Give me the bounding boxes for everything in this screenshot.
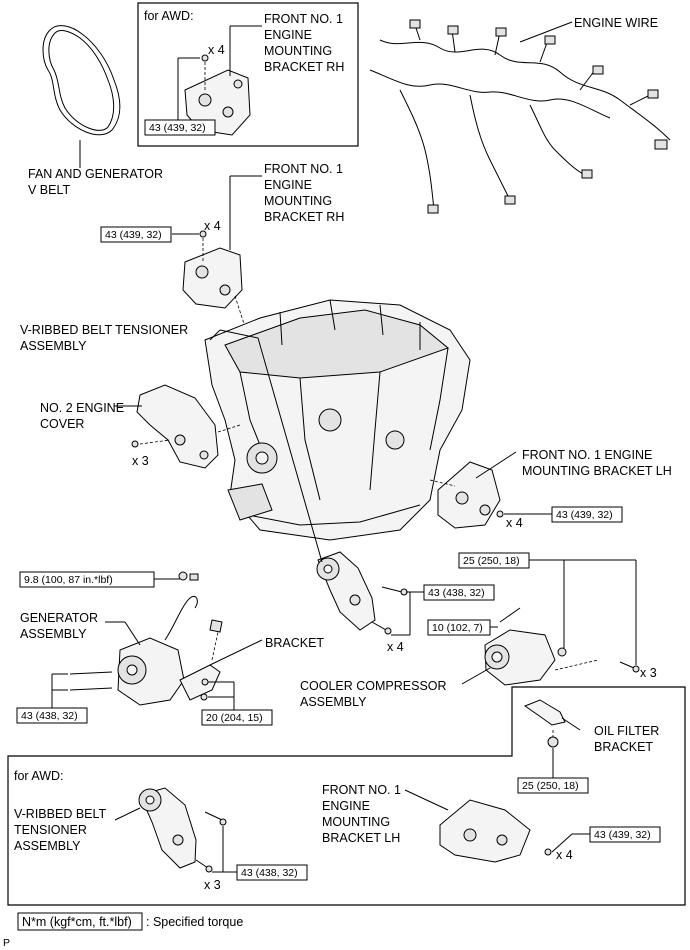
awd-bracket-rh-part xyxy=(184,54,251,136)
bracket-rh-label-3: MOUNTING xyxy=(264,194,332,208)
bracket-lh-label-2: MOUNTING BRACKET LH xyxy=(522,464,672,478)
bracket-rh-label-1: FRONT NO. 1 xyxy=(264,162,343,176)
awd-bracket-rh-label-3: MOUNTING xyxy=(264,44,332,58)
bracket-part xyxy=(179,619,223,701)
awd-tensioner-label-1: V-RIBBED BELT xyxy=(14,807,107,821)
torque-box-rh xyxy=(100,226,172,243)
torque-box-awd-rh xyxy=(144,119,216,136)
tensioner-label-2: ASSEMBLY xyxy=(20,339,87,353)
lh-bolt-qty: x 4 xyxy=(506,516,523,530)
torque-box-nut-generator xyxy=(19,571,155,588)
awd-bracket-rh-label-4: BRACKET RH xyxy=(264,60,344,74)
torque-box-tensioner xyxy=(423,584,495,601)
awd-bottom-frame xyxy=(7,686,686,906)
generator-label-2: ASSEMBLY xyxy=(20,627,87,641)
bracket-rh-part xyxy=(182,230,247,331)
awd-tensioner-label-2: TENSIONER xyxy=(14,823,87,837)
engine-wire-label: ENGINE WIRE xyxy=(574,16,658,30)
awd-tensioner-part xyxy=(138,787,227,873)
compressor-label-2: ASSEMBLY xyxy=(300,695,367,709)
bracket-rh-label-4: BRACKET RH xyxy=(264,210,344,224)
generator-assembly-part xyxy=(69,571,199,706)
generator-label-1: GENERATOR xyxy=(20,611,98,625)
torque-box-awd-lh xyxy=(589,826,661,843)
awd-bracket-lh-label-3: MOUNTING xyxy=(322,815,390,829)
bracket-lh-part xyxy=(429,461,504,529)
torque-generator: 43 (438, 32) xyxy=(21,710,78,722)
torque-box-bracket xyxy=(201,709,273,726)
torque-nut-generator: 9.8 (100, 87 in.*lbf) xyxy=(24,574,113,586)
rh-bolt-qty: x 4 xyxy=(204,219,221,233)
awd-bracket-lh-label-2: ENGINE xyxy=(322,799,370,813)
cover-label-2: COVER xyxy=(40,417,84,431)
awd-rh-bolt-qty: x 4 xyxy=(208,43,225,57)
tensioner-label-1: V-RIBBED BELT TENSIONER xyxy=(20,323,188,337)
torque-rh: 43 (439, 32) xyxy=(105,229,162,241)
oil-filter-label-2: BRACKET xyxy=(594,740,653,754)
oil-filter-label-1: OIL FILTER xyxy=(594,724,659,738)
awd-bracket-lh-part xyxy=(439,799,552,863)
engine-assembly-part xyxy=(204,299,471,541)
awd-top-frame xyxy=(137,2,359,147)
torque-box-compressor-nut xyxy=(458,552,530,569)
legend-text: : Specified torque xyxy=(146,915,243,929)
torque-box-generator xyxy=(16,707,88,724)
awd-lh-bolt-qty: x 4 xyxy=(556,848,573,862)
awd-bottom-section-title: for AWD: xyxy=(14,769,64,783)
bracket-rh-label-2: ENGINE xyxy=(264,178,312,192)
oil-filter-bracket-part xyxy=(523,699,566,748)
torque-awd-rh: 43 (439, 32) xyxy=(149,122,206,134)
no2-engine-cover-part xyxy=(131,384,241,469)
torque-compressor-nut: 25 (250, 18) xyxy=(463,555,520,567)
tensioner-bolt-qty: x 4 xyxy=(387,640,404,654)
legend-unit: N*m (kgf*cm, ft.*lbf) xyxy=(22,915,132,929)
compressor-label-1: COOLER COMPRESSOR xyxy=(300,679,447,693)
footer-mark: P xyxy=(3,937,10,949)
torque-box-awd-tensioner xyxy=(236,864,308,881)
compressor-bolt-qty: x 3 xyxy=(640,666,657,680)
awd-bracket-rh-label-2: ENGINE xyxy=(264,28,312,42)
cover-bolt-qty: x 3 xyxy=(132,454,149,468)
torque-lh: 43 (439, 32) xyxy=(556,509,613,521)
cover-label-1: NO. 2 ENGINE xyxy=(40,401,124,415)
cooler-compressor-part xyxy=(484,607,640,686)
legend-torque-box xyxy=(17,912,143,931)
fan-belt-label-2: V BELT xyxy=(28,183,71,197)
awd-bracket-rh-label-1: FRONT NO. 1 xyxy=(264,12,343,26)
torque-box-lh xyxy=(551,506,623,523)
fan-generator-v-belt-part xyxy=(42,25,121,136)
bracket-label: BRACKET xyxy=(265,636,324,650)
engine-wire-harness-part xyxy=(369,19,671,214)
awd-bracket-lh-label-4: BRACKET LH xyxy=(322,831,400,845)
awd-tensioner-bolt-qty: x 3 xyxy=(204,878,221,892)
torque-bracket: 20 (204, 15) xyxy=(206,712,263,724)
awd-tensioner-label-3: ASSEMBLY xyxy=(14,839,81,853)
awd-bracket-lh-label-1: FRONT NO. 1 xyxy=(322,783,401,797)
torque-compressor-stud: 10 (102, 7) xyxy=(432,622,483,634)
torque-oil-filter: 25 (250, 18) xyxy=(522,780,579,792)
torque-awd-tensioner: 43 (438, 32) xyxy=(241,867,298,879)
torque-box-oil-filter xyxy=(517,777,589,794)
torque-awd-lh: 43 (439, 32) xyxy=(594,829,651,841)
torque-tensioner: 43 (438, 32) xyxy=(428,587,485,599)
fan-belt-label-1: FAN AND GENERATOR xyxy=(28,167,163,181)
v-ribbed-belt-tensioner-part xyxy=(316,551,408,635)
bracket-lh-label-1: FRONT NO. 1 ENGINE xyxy=(522,448,652,462)
torque-box-compressor-stud xyxy=(427,619,491,636)
awd-top-section-title: for AWD: xyxy=(144,9,194,23)
